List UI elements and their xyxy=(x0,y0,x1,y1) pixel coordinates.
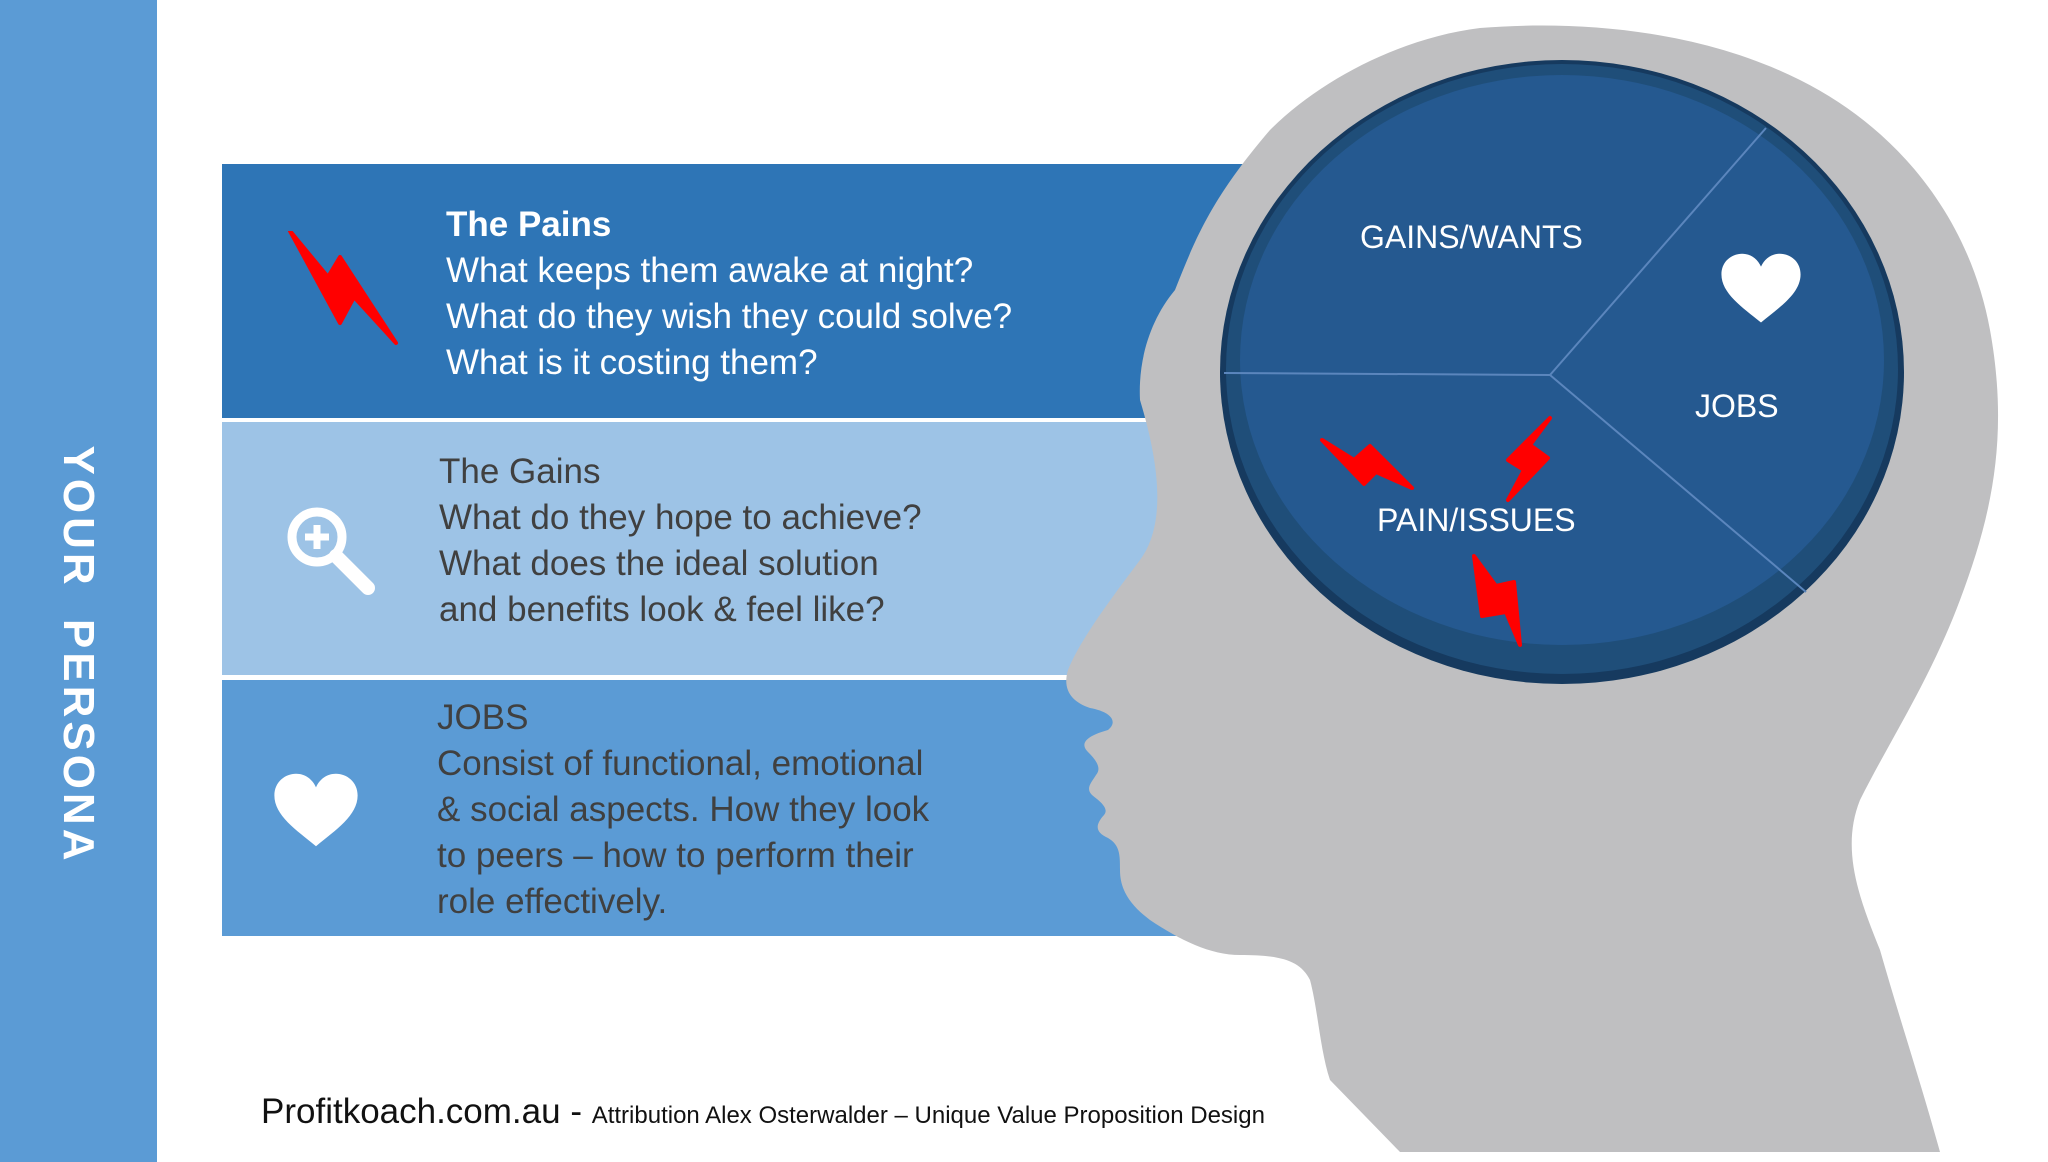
jobs-line-4: role effectively. xyxy=(437,882,668,921)
brain-label-gains: GAINS/WANTS xyxy=(1360,219,1583,255)
brain-lightning-icons xyxy=(1320,416,1552,647)
gains-line-1: What do they hope to achieve? xyxy=(439,498,922,537)
footer: Profitkoach.com.au - Attribution Alex Os… xyxy=(261,1092,1265,1132)
lightning-bolt-icon xyxy=(1320,438,1414,490)
brain-heart-icon xyxy=(1721,253,1801,323)
jobs-title: JOBS xyxy=(437,698,529,737)
brain-label-pain: PAIN/ISSUES xyxy=(1377,502,1576,538)
footer-site: Profitkoach.com.au xyxy=(261,1092,561,1131)
gains-band: The Gains What do they hope to achieve? … xyxy=(222,422,1272,675)
heart-icon xyxy=(270,772,362,848)
brain-circle xyxy=(1220,60,1904,684)
zoom-in-magnifier-icon xyxy=(284,504,380,600)
lightning-bolt-icon xyxy=(284,231,404,351)
brain-dividers xyxy=(1223,127,1807,593)
pains-title: The Pains xyxy=(446,205,612,244)
pains-line-3: What is it costing them? xyxy=(446,343,818,382)
pains-line-2: What do they wish they could solve? xyxy=(446,297,1013,336)
brain-label-jobs: JOBS xyxy=(1695,388,1779,424)
gains-line-2: What does the ideal solution xyxy=(439,544,879,583)
footer-separator: - xyxy=(560,1092,592,1131)
jobs-line-1: Consist of functional, emotional xyxy=(437,744,924,783)
lightning-bolt-icon xyxy=(1472,554,1522,647)
lightning-bolt-icon xyxy=(1506,416,1552,502)
gains-text: The Gains What do they hope to achieve? … xyxy=(439,449,922,633)
footer-attribution: Attribution Alex Osterwalder – Unique Va… xyxy=(591,1102,1265,1129)
jobs-text: JOBS Consist of functional, emotional & … xyxy=(437,695,929,925)
pains-band: The Pains What keeps them awake at night… xyxy=(222,164,1272,418)
jobs-band: JOBS Consist of functional, emotional & … xyxy=(222,680,1272,936)
pains-text: The Pains What keeps them awake at night… xyxy=(446,202,1012,386)
gains-title: The Gains xyxy=(439,452,601,491)
pains-line-1: What keeps them awake at night? xyxy=(446,251,974,290)
jobs-line-2: & social aspects. How they look xyxy=(437,790,930,829)
sidebar: YOUR PERSONA xyxy=(0,0,157,1162)
gains-line-3: and benefits look & feel like? xyxy=(439,590,885,629)
jobs-line-3: to peers – how to perform their xyxy=(437,836,914,875)
